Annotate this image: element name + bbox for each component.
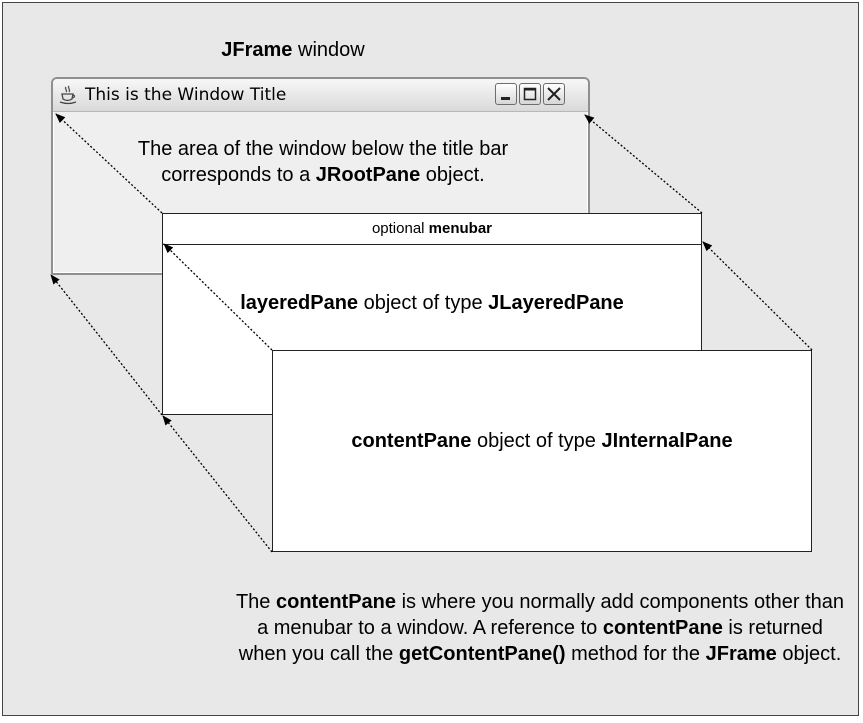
layered-pane-label: layeredPane object of type JLayeredPane — [240, 292, 624, 314]
content-pane-explanation: The contentPane is where you normally ad… — [235, 591, 845, 665]
menubar-area: optional menubar — [163, 214, 701, 245]
minimize-button[interactable] — [495, 83, 517, 105]
content-pane: contentPane object of type JInternalPane — [272, 350, 812, 552]
arrow-content-to-layered-top-right — [702, 241, 813, 351]
arrow-layered-to-window-top-right — [584, 114, 703, 214]
java-cup-icon — [59, 85, 77, 105]
window-titlebar: This is the Window Title — [53, 79, 588, 112]
jframe-caption: JFrame window — [221, 39, 365, 61]
window-title: This is the Window Title — [85, 85, 287, 105]
minimize-icon — [501, 97, 510, 100]
root-pane-area: The area of the window below the title b… — [53, 112, 588, 273]
content-pane-label: contentPane object of type JInternalPane — [351, 430, 733, 452]
maximize-button[interactable] — [519, 83, 541, 105]
arrow-layered-to-window-bottom-left — [50, 274, 163, 416]
root-pane-description: The area of the window below the title b… — [137, 138, 509, 186]
arrow-content-to-layered-bottom-left — [162, 415, 273, 553]
maximize-icon — [523, 87, 537, 101]
close-button[interactable] — [543, 83, 565, 105]
close-icon — [547, 87, 561, 101]
jframe-window: This is the Window Title The area of the… — [51, 77, 590, 275]
